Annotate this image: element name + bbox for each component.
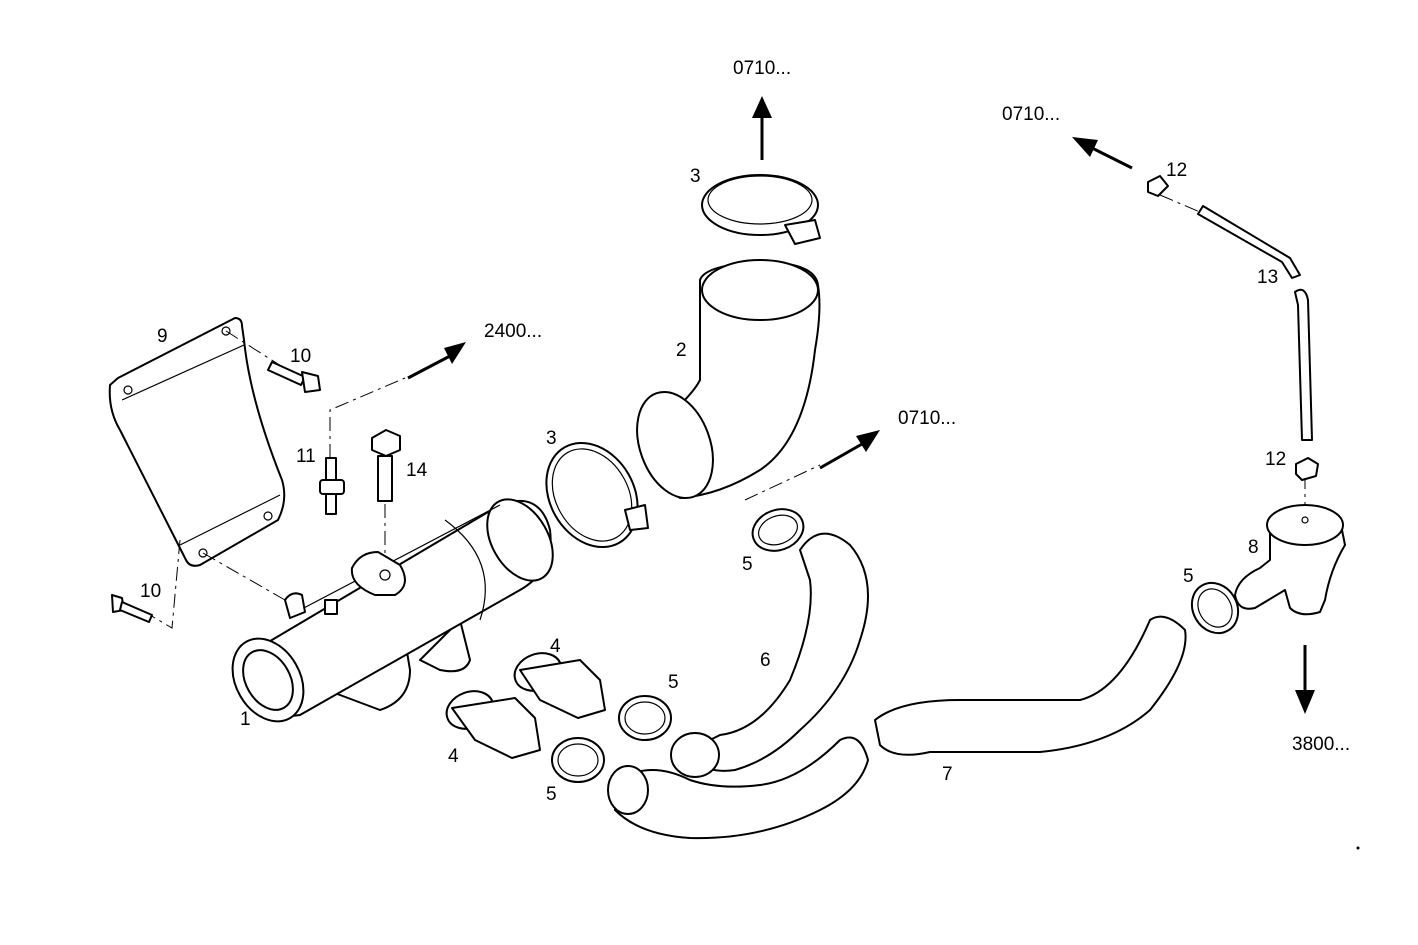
clamp-part-3-left: [545, 441, 649, 549]
clamp-part-5-lower-left: [551, 737, 605, 783]
callout-10-upper: 10: [290, 346, 311, 367]
arrow-0710-right-head: [856, 430, 880, 452]
clamp-part-5-upper: [751, 508, 805, 552]
reference-labels: 0710... 0710... 0710... 2400... 3800...: [484, 58, 1350, 755]
bolt-part-10-lower: [111, 594, 153, 623]
arrow-down-head: [1295, 690, 1315, 714]
bolt-part-10-upper: [267, 361, 321, 393]
callout-labels: 1 2 3 3 4 4 5 5 5 5 6 7 8 9 10 10 11 12 …: [140, 160, 1286, 805]
clamp-part-5-right: [1190, 581, 1240, 635]
callout-10-lower: 10: [140, 581, 161, 602]
adapter-part-4-upper: [513, 652, 606, 719]
elbow-hose-part-2: [636, 259, 821, 500]
callout-5-lower: 5: [546, 784, 557, 805]
callout-14: 14: [406, 460, 428, 481]
adapter-part-4-lower: [445, 690, 541, 759]
clip-part-12-lower: [1295, 457, 1319, 481]
callout-2: 2: [676, 340, 687, 361]
callout-3-left: 3: [546, 428, 557, 449]
hose-part-6: [670, 532, 869, 778]
callout-1: 1: [240, 709, 251, 730]
callout-7: 7: [942, 764, 953, 785]
arrows: [407, 96, 1315, 714]
callout-3-top: 3: [690, 166, 701, 187]
callout-13: 13: [1257, 267, 1278, 288]
arrow-up-head: [752, 96, 772, 118]
reference-2400: 2400...: [484, 321, 542, 342]
arrow-left-head: [1072, 137, 1098, 157]
callout-8: 8: [1248, 537, 1259, 558]
small-hose-part-13: [1197, 205, 1313, 441]
callout-11: 11: [296, 446, 316, 467]
callout-6: 6: [760, 650, 771, 671]
callout-5-right: 5: [1183, 566, 1194, 587]
callout-5-upper: 5: [742, 554, 753, 575]
pipe-part-1: [231, 498, 554, 723]
callout-5-mid: 5: [668, 672, 679, 693]
fitting-part-11: [319, 457, 345, 515]
arrow-2400-head: [444, 342, 466, 364]
clip-part-12-upper: [1147, 175, 1169, 197]
stray-dot: [1356, 846, 1360, 850]
callout-12-lower: 12: [1265, 449, 1286, 470]
clamp-part-3-top: [701, 174, 821, 245]
reference-0710-middle: 0710...: [898, 408, 956, 429]
reference-0710-right-top: 0710...: [1002, 104, 1060, 125]
bolt-part-14: [371, 429, 401, 502]
reference-0710-top: 0710...: [733, 58, 791, 79]
callout-12-upper: 12: [1166, 160, 1187, 181]
valve-part-8: [1234, 504, 1346, 616]
callout-9: 9: [157, 326, 168, 347]
reference-3800: 3800...: [1292, 734, 1350, 755]
callout-4-upper: 4: [550, 636, 561, 657]
bracket-part-9: [108, 317, 286, 567]
hose-part-7: [607, 615, 1187, 840]
callout-4-lower: 4: [448, 746, 459, 767]
clamp-part-5-lower-right: [618, 695, 672, 741]
